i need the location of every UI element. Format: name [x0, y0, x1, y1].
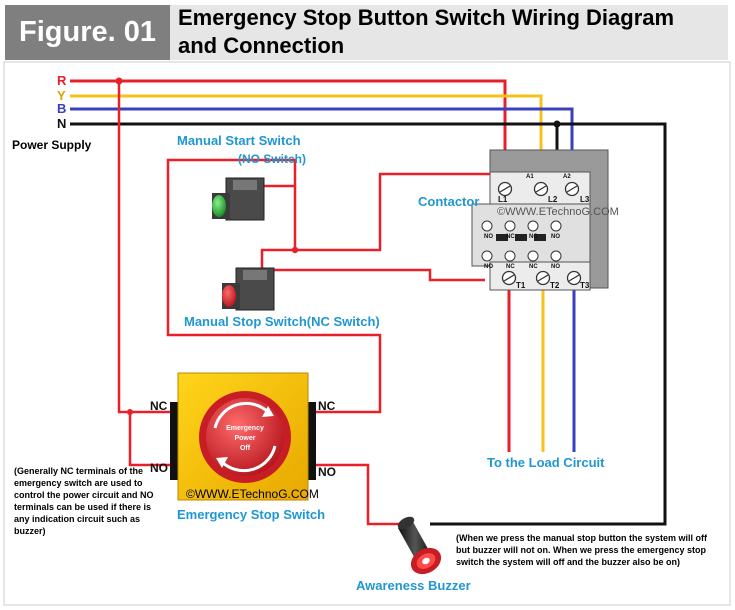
- emergency-no-right-label: NO: [318, 465, 336, 479]
- aux-top-4: NO: [551, 234, 560, 240]
- terminal-t3-label: T3: [580, 281, 590, 290]
- aux-top-3: NC: [529, 234, 538, 240]
- emergency-button-text-2: Power: [234, 435, 255, 442]
- r-junction-dot: [115, 77, 123, 85]
- right-note: (When we press the manual stop button th…: [456, 533, 708, 567]
- r-line-label: R: [57, 73, 67, 88]
- manual-start-label-1: Manual Start Switch: [177, 133, 301, 148]
- coil-a2-label: A2: [563, 174, 571, 180]
- manual-start-label-2: (NO Switch): [238, 152, 306, 166]
- green-button-cap: [212, 195, 226, 217]
- terminal-l1-label: L1: [498, 195, 508, 204]
- emergency-no-left-label: NO: [150, 461, 168, 475]
- terminal-t1-label: T1: [516, 281, 526, 290]
- coil-a1-label: A1: [526, 174, 534, 180]
- emergency-stop-switch: [170, 372, 316, 501]
- emergency-switch-label: Emergency Stop Switch: [177, 507, 326, 522]
- emergency-nc-right-label: NC: [318, 399, 336, 413]
- terminal-t2-label: T2: [550, 281, 560, 290]
- terminal-l2-label: L2: [548, 195, 558, 204]
- emergency-nc-left-label: NC: [150, 399, 168, 413]
- b-line-label: B: [57, 101, 66, 116]
- n-line-wire: [70, 122, 667, 526]
- contactor-label: Contactor: [418, 194, 480, 209]
- power-supply-label: Power Supply: [12, 138, 92, 152]
- title-line-2: and Connection: [178, 33, 345, 58]
- left-note: (Generally NC terminals of the emergency…: [14, 466, 154, 536]
- page-title: Emergency Stop Button Switch Wiring Diag…: [178, 4, 728, 60]
- buzzer-label: Awareness Buzzer: [356, 578, 471, 593]
- aux-bottom-1: NO: [484, 264, 493, 270]
- terminal-l3-label: L3: [580, 195, 590, 204]
- load-circuit-label: To the Load Circuit: [487, 455, 605, 470]
- y-line-label: Y: [57, 88, 66, 103]
- emergency-watermark: ©WWW.ETechnoG.COM: [186, 487, 319, 501]
- contactor: [471, 149, 609, 291]
- control-wiring: [166, 158, 500, 526]
- rotate-arrow-icon: [213, 401, 270, 429]
- load-wires: [507, 283, 576, 452]
- diagram-border: [3, 61, 731, 606]
- n-junction-dot: [553, 120, 561, 128]
- aux-bottom-4: NO: [551, 264, 560, 270]
- aux-bottom-2: NC: [506, 264, 515, 270]
- n-line-label: N: [57, 116, 66, 131]
- aux-bottom-3: NC: [529, 264, 538, 270]
- title-line-1: Emergency Stop Button Switch Wiring Diag…: [178, 5, 675, 30]
- manual-stop-switch: [222, 267, 275, 311]
- r-tap-to-emergency-no: [128, 412, 176, 467]
- aux-top-1: NO: [484, 234, 493, 240]
- aux-top-2: NC: [506, 234, 515, 240]
- r-tap-to-emergency-nc: [117, 81, 176, 414]
- emergency-button-text-1: Emergency: [226, 425, 264, 432]
- figure-badge: Figure. 01: [5, 5, 170, 60]
- r-line-wire: [70, 79, 507, 180]
- contactor-watermark: ©WWW.ETechnoG.COM: [497, 206, 619, 218]
- title-background: [170, 5, 728, 60]
- manual-stop-label: Manual Stop Switch(NC Switch): [184, 314, 380, 329]
- red-button-cap: [222, 285, 236, 307]
- emergency-button-text-3: Off: [240, 445, 251, 452]
- nc-no-junction-dot: [127, 409, 133, 415]
- awareness-buzzer: [397, 516, 442, 575]
- manual-start-switch: [212, 177, 265, 221]
